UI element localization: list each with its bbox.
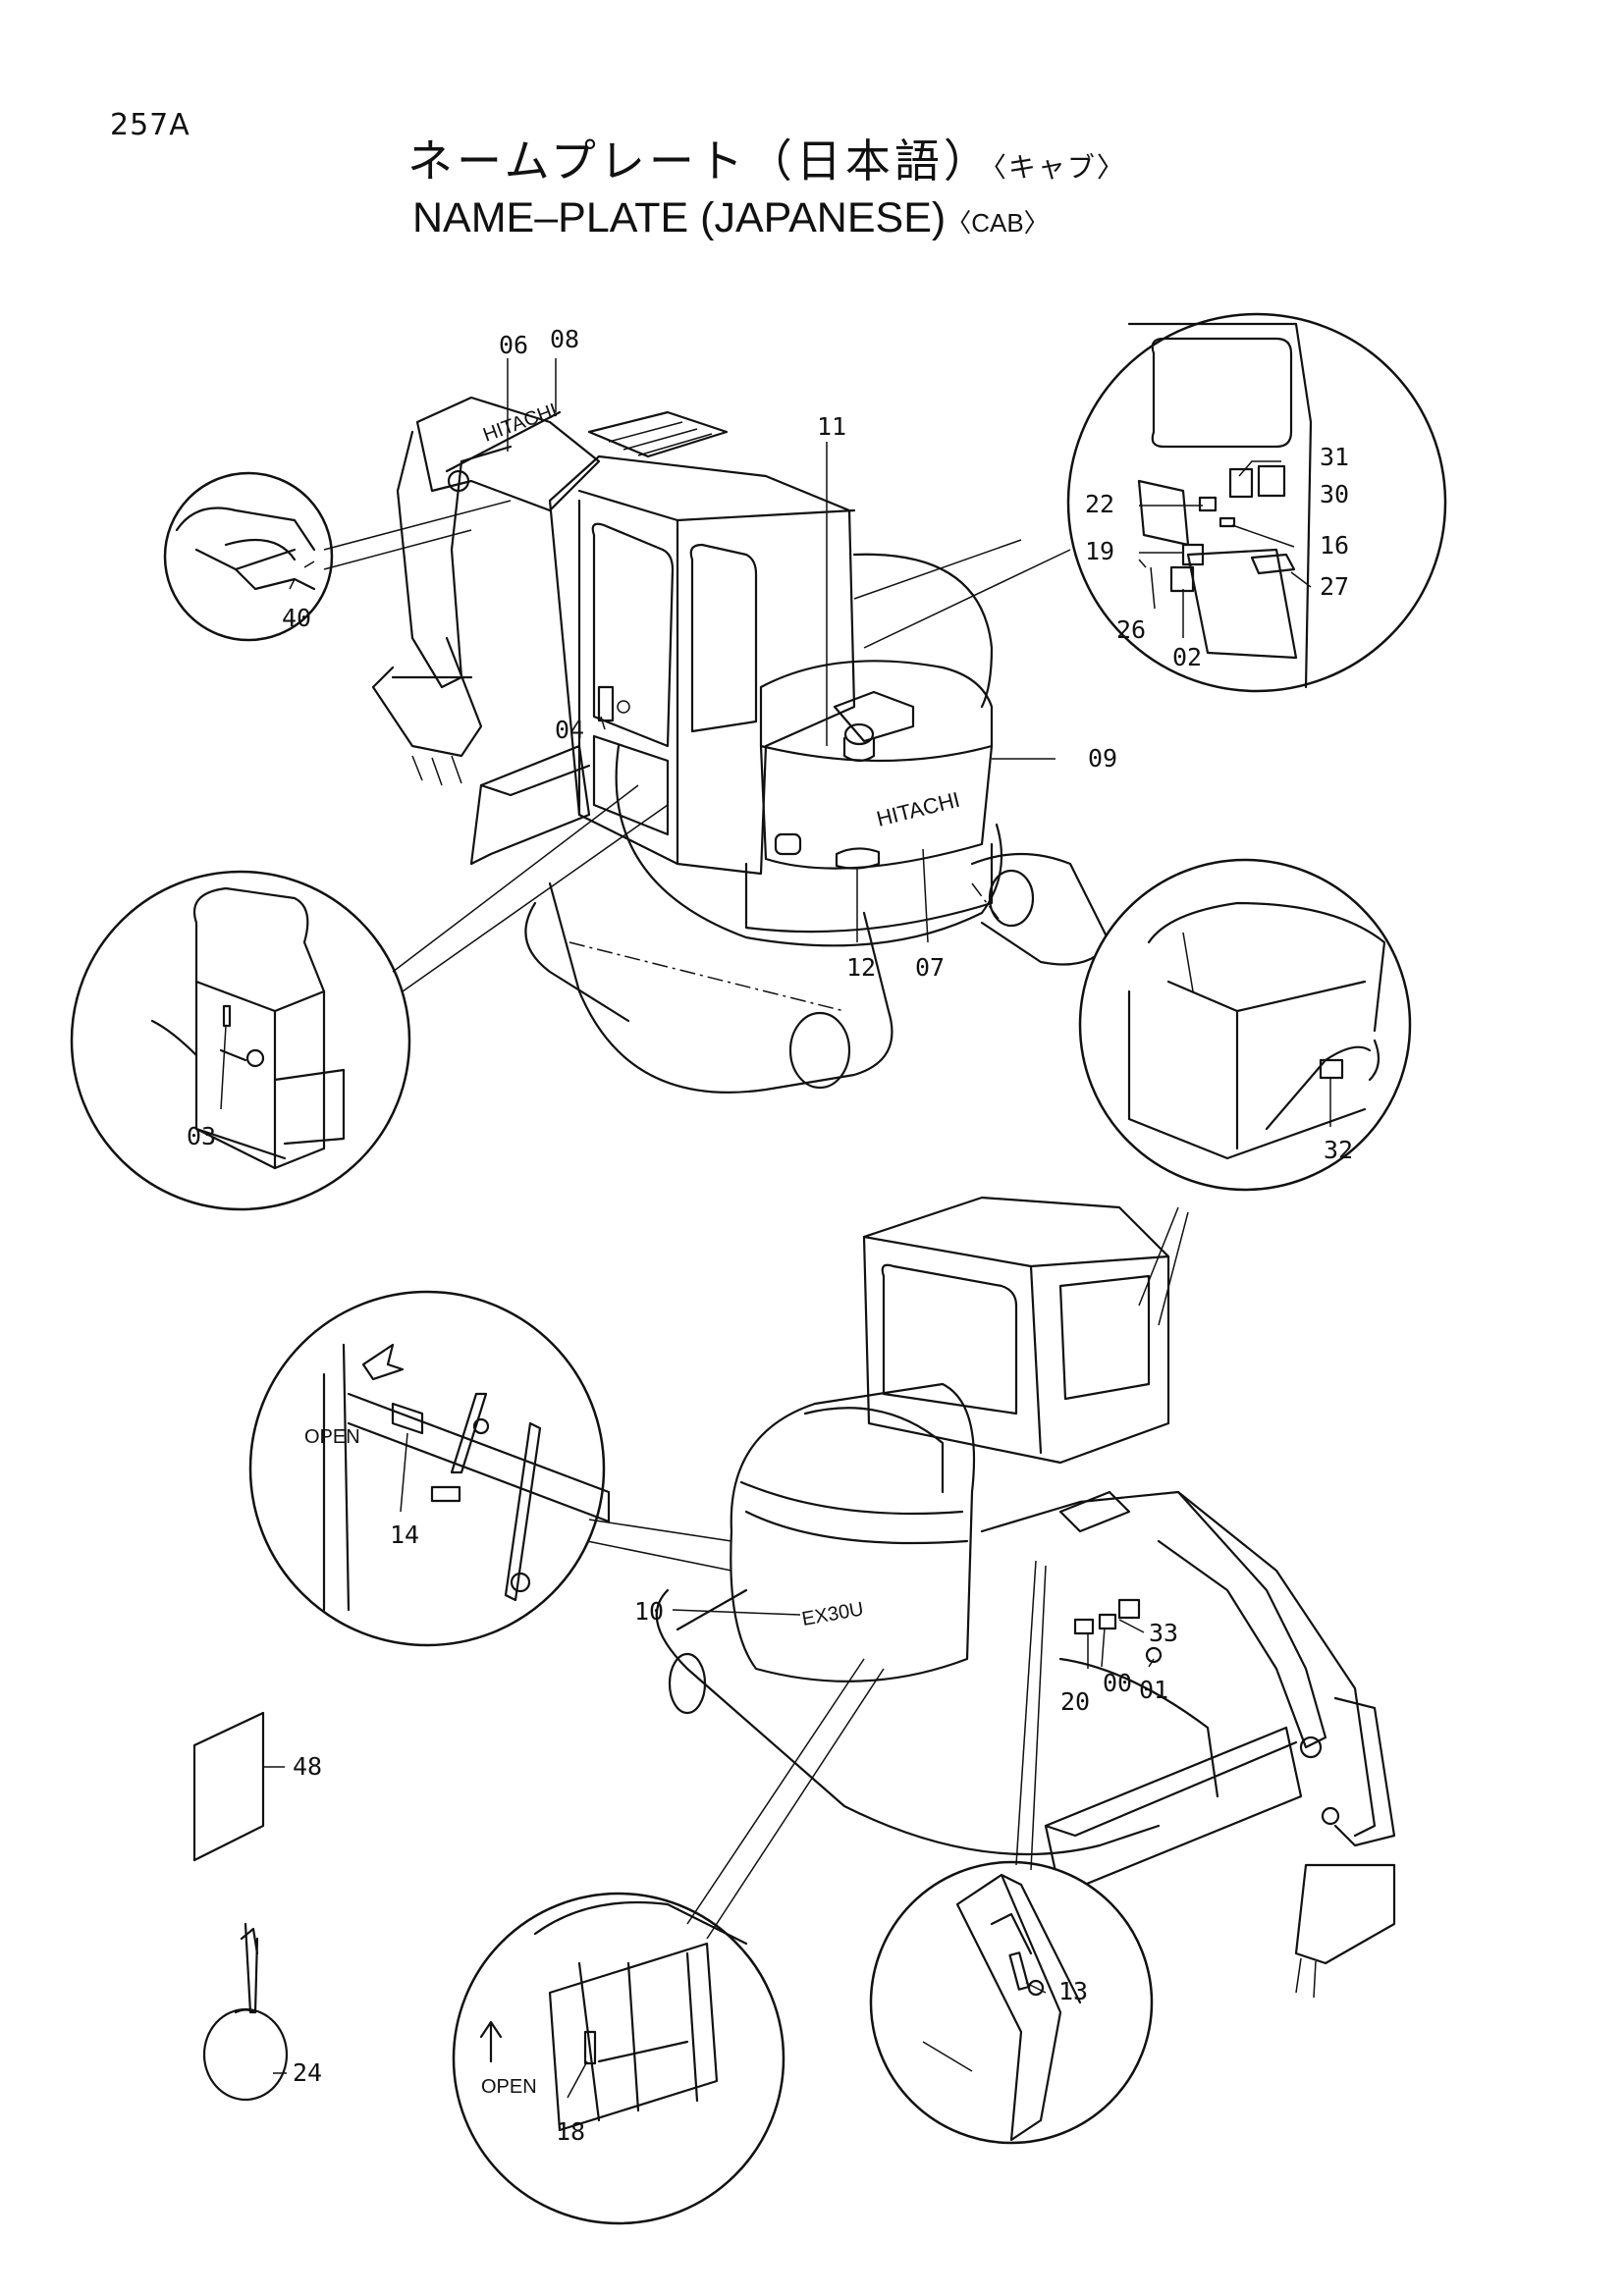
callout-32: 32: [1324, 1136, 1353, 1164]
part-24-tag: [202, 1922, 289, 2102]
title-japanese-sub: 〈キャブ〉: [992, 151, 1126, 184]
callout-04: 04: [555, 716, 584, 744]
callout-09: 09: [1088, 744, 1117, 773]
callout-48: 48: [293, 1752, 322, 1781]
detail-circle-13: [869, 1860, 1154, 2145]
callout-06: 06: [499, 331, 528, 359]
title-japanese-main: ネームプレート（日本語）: [407, 134, 993, 187]
detail-circle-40: [163, 471, 334, 642]
open-label-bottom: OPEN: [481, 2076, 537, 2098]
detail-circle-18: [452, 1892, 785, 2225]
callout-18: 18: [556, 2117, 585, 2146]
brand-text-counterweight: HITACHI: [874, 787, 962, 831]
detail-circle-seat: [70, 870, 411, 1211]
title-english: NAME–PLATE (JAPANESE)〈CAB〉: [412, 194, 1050, 242]
callout-19: 19: [1085, 537, 1114, 565]
callout-27: 27: [1320, 572, 1349, 601]
callout-16: 16: [1320, 531, 1349, 560]
callout-00: 00: [1103, 1669, 1132, 1697]
detail-leader-lines: [323, 500, 1189, 1940]
page-number: 257A: [110, 108, 190, 142]
title-english-main: NAME–PLATE (JAPANESE): [412, 194, 947, 241]
title-japanese: ネームプレート（日本語）〈キャブ〉: [407, 126, 1126, 190]
callout-labels: 06 08 11 31 30 22 19 16 27 26 02 40 04 0…: [187, 325, 1353, 2146]
title-english-sub: 〈CAB〉: [946, 208, 1050, 238]
callout-31: 31: [1320, 443, 1349, 471]
brand-text-boom: HITACHI: [480, 400, 560, 447]
open-label-top: OPEN: [304, 1426, 360, 1448]
callout-10: 10: [634, 1597, 664, 1626]
callout-08: 08: [550, 325, 579, 353]
callout-30: 30: [1320, 480, 1349, 508]
callout-leaders: [220, 358, 1331, 2099]
callout-11: 11: [817, 412, 846, 441]
callout-20: 20: [1060, 1687, 1090, 1716]
callout-01: 01: [1139, 1676, 1168, 1704]
callout-40: 40: [282, 604, 311, 632]
detail-circle-14: [248, 1290, 611, 1647]
callout-12: 12: [846, 953, 876, 982]
callout-33: 33: [1149, 1619, 1178, 1647]
callout-24: 24: [293, 2058, 322, 2087]
callout-22: 22: [1085, 490, 1114, 518]
callout-03: 03: [187, 1122, 216, 1150]
part-48-plate: [192, 1711, 265, 1862]
detail-circle-32: [1078, 858, 1412, 1192]
callout-02: 02: [1172, 643, 1202, 671]
callout-26: 26: [1116, 615, 1146, 644]
callout-07: 07: [915, 953, 945, 982]
excavator-top-view: HITACHI HITACHI: [371, 396, 1111, 1094]
callout-13: 13: [1058, 1977, 1088, 2005]
detail-circle-cab-interior: [1066, 312, 1447, 693]
callout-14: 14: [390, 1521, 419, 1549]
model-text-counterweight: EX30U: [800, 1598, 865, 1630]
